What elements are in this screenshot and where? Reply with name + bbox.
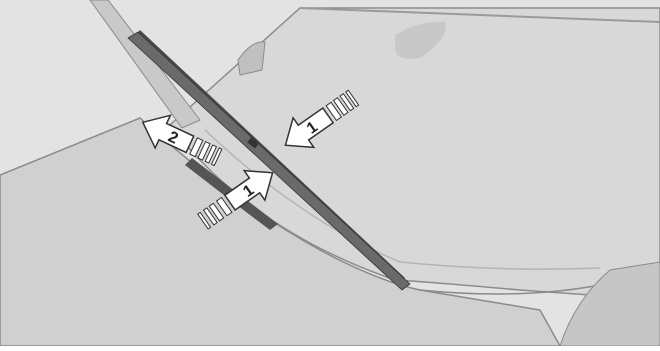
wiper-blade-illustration: 1 1 2: [0, 0, 660, 346]
